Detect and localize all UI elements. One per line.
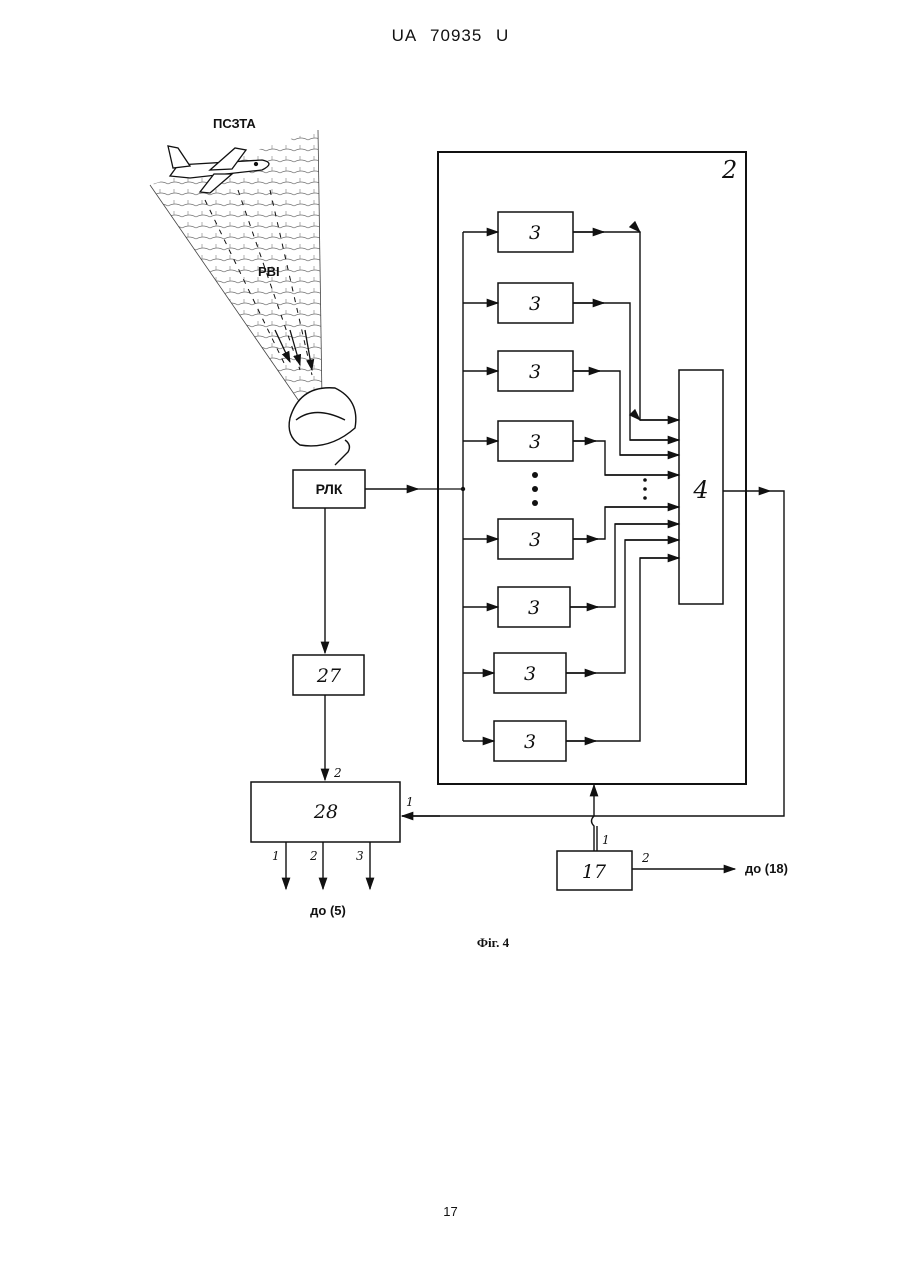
ellipsis-dots xyxy=(532,472,647,506)
port-label: 1 xyxy=(406,795,414,809)
block-17-label: 17 xyxy=(582,861,607,883)
page-number: 17 xyxy=(0,1204,901,1219)
block-3-label: 3 xyxy=(528,597,540,619)
radar-dish-icon xyxy=(289,388,356,465)
port-label: 2 xyxy=(641,851,650,865)
block-28-label: 28 xyxy=(313,801,338,823)
block-27-label: 27 xyxy=(316,665,342,687)
block-rlk-label: РЛК xyxy=(316,481,343,497)
block-3-label: 3 xyxy=(529,431,541,453)
port-label: 1 xyxy=(272,849,280,863)
block-3-label: 3 xyxy=(529,293,541,315)
group-label-2: 2 xyxy=(721,156,737,184)
output-label-to-18: до (18) xyxy=(745,861,788,876)
output-label-to-5: до (5) xyxy=(310,903,346,918)
block-3-label: 3 xyxy=(529,529,541,551)
port-label: 2 xyxy=(309,849,318,863)
figure-caption: Фіг. 4 xyxy=(477,935,510,950)
aircraft-label: ПСЗТА xyxy=(213,116,256,131)
beam-label: РВІ xyxy=(258,264,280,279)
block-3-label: 3 xyxy=(529,222,541,244)
block-3-label: 3 xyxy=(529,361,541,383)
block-3-label: 3 xyxy=(524,731,536,753)
port-label: 1 xyxy=(602,833,610,847)
port-label: 3 xyxy=(356,849,364,863)
block-3-label: 3 xyxy=(524,663,536,685)
block-4-label: 4 xyxy=(692,476,708,504)
port-label: 2 xyxy=(333,766,342,780)
